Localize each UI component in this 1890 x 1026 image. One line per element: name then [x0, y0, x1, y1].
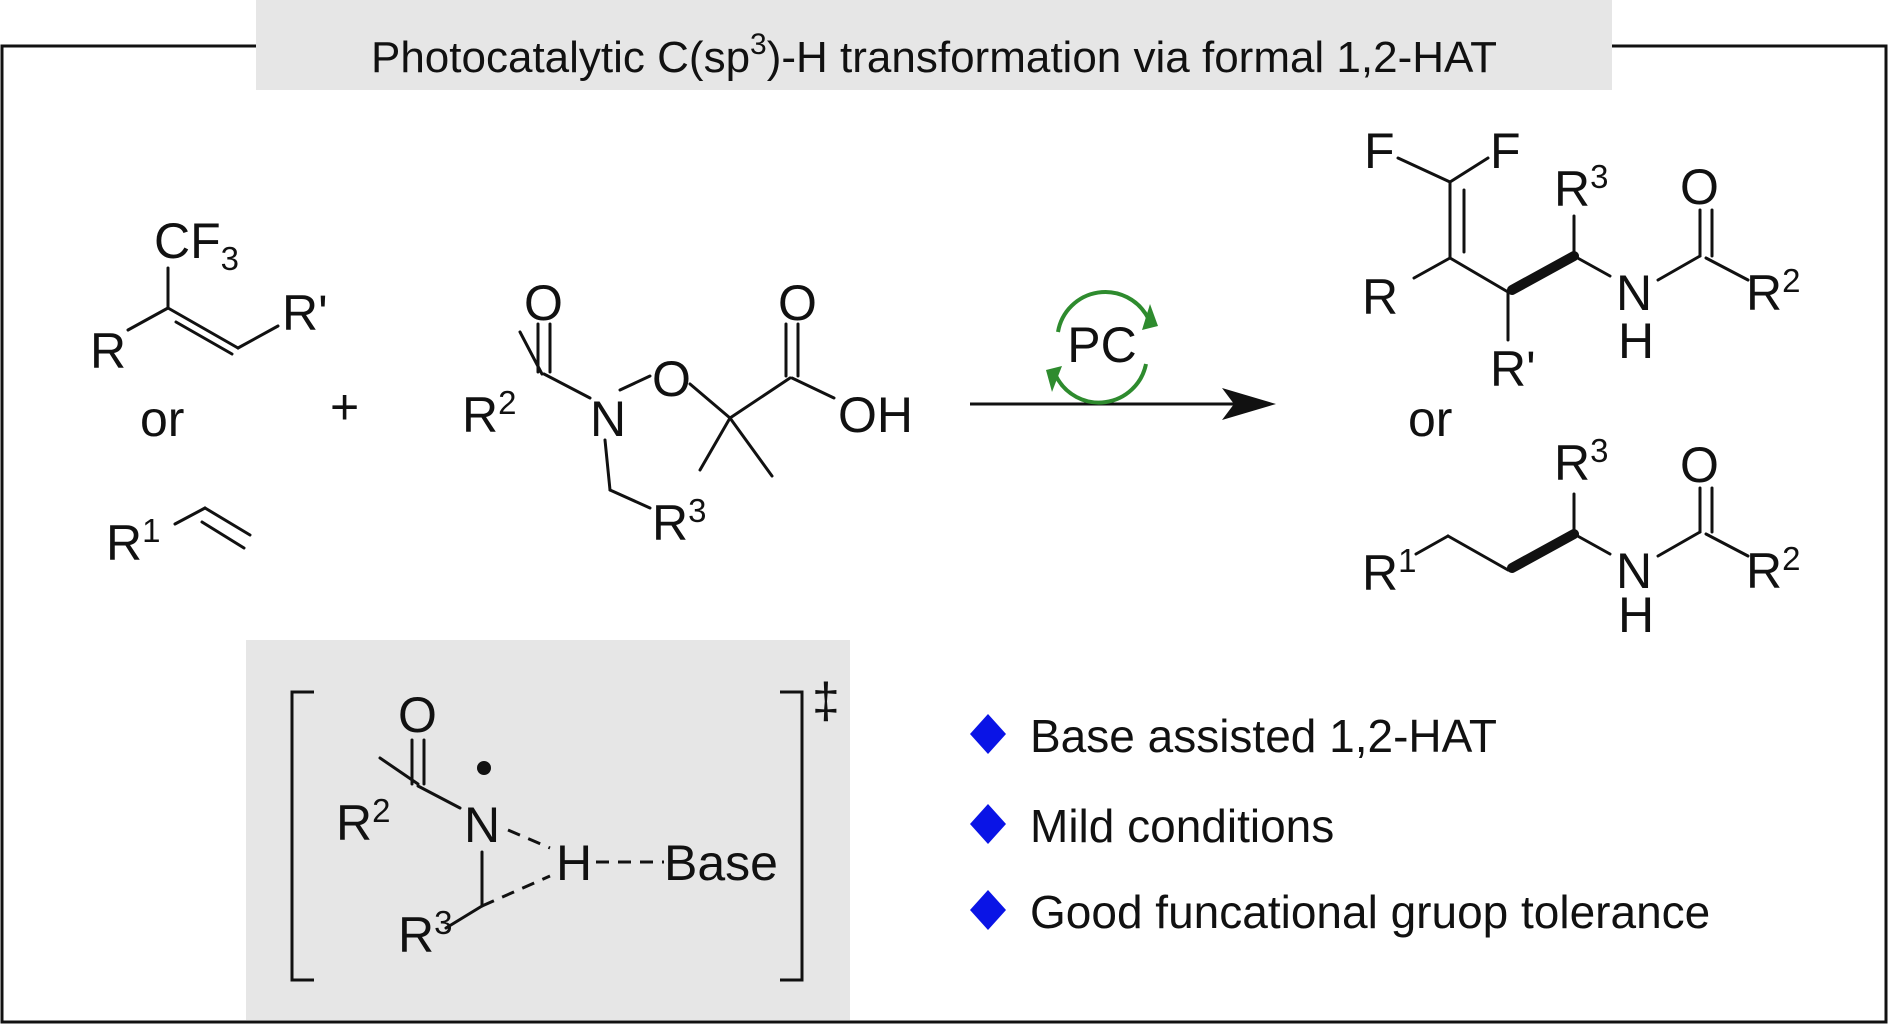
cf3-alkene-reactant: CF3 R R': [90, 213, 328, 379]
or-label-right: or: [1408, 391, 1452, 447]
carbonyl-o-2: O: [778, 275, 817, 331]
carbonyl-o-product-2: O: [1680, 437, 1719, 493]
feature-item-3: Good funcational gruop tolerance: [970, 886, 1710, 938]
r-prime-label: R': [282, 285, 328, 341]
r3-label-reactant: R3: [652, 492, 706, 551]
reaction-arrow: [970, 388, 1276, 420]
hydroxyl: OH: [838, 387, 913, 443]
photocatalyst-label: PC: [1067, 317, 1136, 373]
r1-label-left: R1: [106, 512, 160, 571]
ts-r2-label: R2: [336, 792, 390, 851]
amide-h-product-2: H: [1618, 587, 1654, 643]
alkyl-amide-product: R1 R3 N H O R2: [1362, 432, 1800, 643]
amide-n-product-1: N: [1616, 265, 1652, 321]
radical-dot: [477, 761, 491, 775]
terminal-alkene-reactant: R1: [106, 506, 252, 571]
cf3-label: CF3: [154, 213, 239, 277]
right-bracket: [780, 690, 804, 982]
feature-list: Base assisted 1,2-HAT Mild conditions Go…: [970, 710, 1710, 938]
carbonyl-o-product-1: O: [1680, 159, 1719, 215]
feature-text-2: Mild conditions: [1030, 800, 1334, 852]
ts-hydrogen: H: [556, 835, 592, 891]
ts-nitrogen: N: [464, 797, 500, 853]
difluoroalkene-product: F F R R' R3 N H O R2: [1362, 123, 1800, 397]
amide-n-product-2: N: [1616, 543, 1652, 599]
carbonyl-o-1: O: [524, 275, 563, 331]
cycle-arrows-icon: [1046, 290, 1158, 405]
r1-label-product: R1: [1362, 542, 1416, 601]
r-label-product: R: [1362, 269, 1398, 325]
r2-label-product-2: R2: [1746, 540, 1800, 599]
diamond-icon: [970, 804, 1006, 844]
ts-carbonyl-o: O: [398, 687, 437, 743]
r-label: R: [90, 323, 126, 379]
amide-acid-reactant: O R2 N O O OH R3: [462, 275, 913, 551]
feature-item-2: Mild conditions: [970, 800, 1334, 852]
transition-state-structure: ‡ O R2 N H Base R3: [290, 673, 840, 982]
r3-label-product-1: R3: [1554, 158, 1608, 217]
fluorine-1: F: [1364, 123, 1395, 179]
amide-n: N: [590, 391, 626, 447]
fluorine-2: F: [1490, 123, 1521, 179]
left-bracket: [290, 690, 314, 982]
r2-label-product-1: R2: [1746, 262, 1800, 321]
plus-sign: +: [330, 379, 359, 435]
amide-h-product-1: H: [1618, 313, 1654, 369]
diamond-icon: [970, 890, 1006, 930]
ether-o: O: [652, 351, 691, 407]
dagger-mark: ‡: [812, 673, 840, 729]
scheme-title: Photocatalytic C(sp3)-H transformation v…: [371, 28, 1497, 82]
ts-r3-label: R3: [398, 904, 452, 963]
transition-state-box: [246, 640, 850, 1020]
or-label-left: or: [140, 391, 184, 447]
r-prime-label-product: R': [1490, 341, 1536, 397]
feature-text-1: Base assisted 1,2-HAT: [1030, 710, 1497, 762]
feature-text-3: Good funcational gruop tolerance: [1030, 886, 1710, 938]
r2-label-reactant: R2: [462, 384, 516, 443]
feature-item-1: Base assisted 1,2-HAT: [970, 710, 1497, 762]
diamond-icon: [970, 714, 1006, 754]
ts-base-label: Base: [664, 835, 778, 891]
r3-label-product-2: R3: [1554, 432, 1608, 491]
title-band: [256, 0, 1612, 90]
